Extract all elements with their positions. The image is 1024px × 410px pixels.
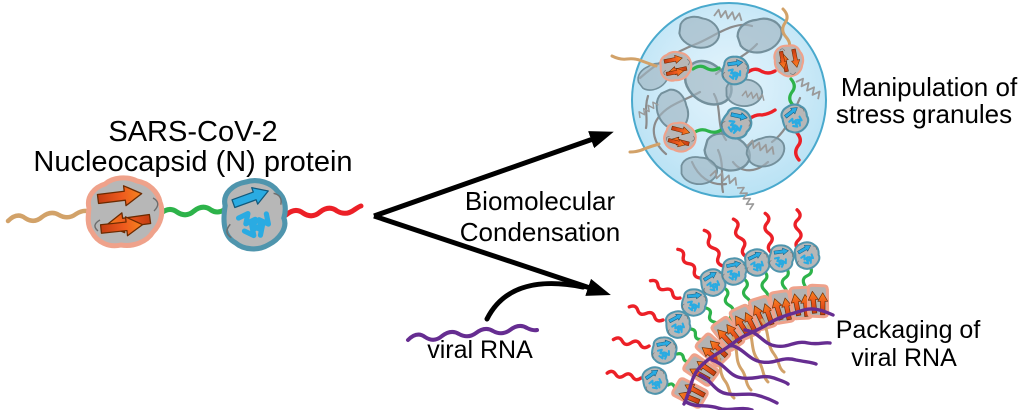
stress-granules-label-line2: stress granules [836, 99, 1012, 129]
stress-granule [610, 2, 827, 211]
c-terminal-tail [283, 203, 364, 219]
arrow-to-stress-granules [373, 131, 614, 219]
viral-rna-label: viral RNA [427, 336, 533, 364]
central-linker [157, 204, 227, 218]
condensation-arrows [373, 131, 614, 322]
rna-binding-domain [88, 178, 162, 246]
dimerization-domain [224, 181, 285, 249]
curved-arrow-viral-rna [484, 281, 586, 322]
process-label-line2: Condensation [460, 217, 620, 247]
n-terminal-tail [5, 208, 93, 224]
viral-rna-strand [406, 323, 539, 342]
process-label-line1: Biomolecular [465, 186, 616, 216]
stress-granules-label-line1: Manipulation of [841, 72, 1018, 102]
title-line2: Nucleocapsid (N) protein [33, 146, 352, 178]
packaging-label-line2: viral RNA [851, 344, 957, 372]
viral-rna-input: viral RNA [406, 323, 539, 364]
granule-n-proteins [610, 7, 811, 162]
title-line1: SARS-CoV-2 [108, 116, 277, 148]
packaging-assembly [606, 209, 835, 410]
packaging-label-line1: Packaging of [836, 316, 981, 344]
packaging-viral-rna-strands [682, 307, 835, 410]
n-protein-schematic [5, 178, 364, 249]
arrow-to-packaging [373, 213, 611, 296]
